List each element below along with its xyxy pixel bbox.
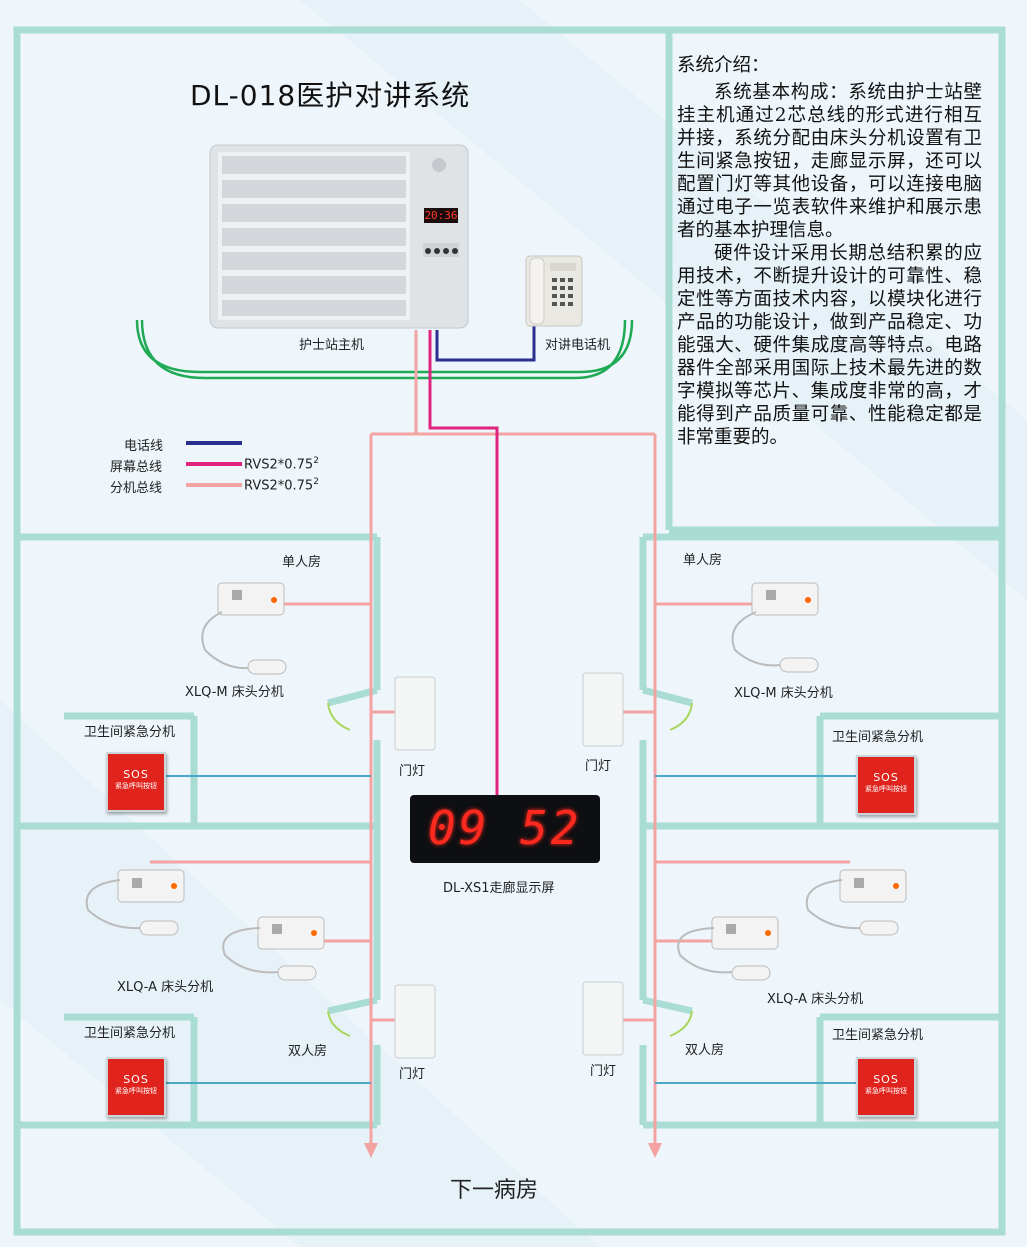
legend-swatches xyxy=(186,441,242,487)
single-bed-unit-label-right: XLQ-M 床头分机 xyxy=(734,686,833,701)
system-intro: 系统介绍： 系统基本构成：系统由护士站壁挂主机通过2芯总线的形式进行相互并接，系… xyxy=(677,54,982,449)
door-light-label-2: 门灯 xyxy=(585,759,612,774)
door-light-label-4: 门灯 xyxy=(590,1064,617,1079)
door-lights xyxy=(394,672,624,1059)
legend-phone-line: 电话线 xyxy=(124,439,164,454)
nurse-station-host xyxy=(209,144,469,329)
bed-units-left-double xyxy=(85,869,325,981)
host-label: 护士站主机 xyxy=(299,338,365,353)
legend-screen-bus: 屏幕总线 xyxy=(110,460,163,475)
intro-paragraph-2: 硬件设计采用长期总结积累的应用技术，不断提升设计的可靠性、稳定性等方面技术内容，… xyxy=(677,243,982,448)
phone-label: 对讲电话机 xyxy=(545,338,611,353)
door-light-label-1: 门灯 xyxy=(399,764,426,779)
bathroom-unit-label-1: 卫生间紧急分机 xyxy=(84,725,176,740)
legend-extension-bus-spec: RVS2*0.752 xyxy=(244,477,319,494)
double-room-label-left: 双人房 xyxy=(288,1044,328,1059)
host-clock-display: 20:36 xyxy=(424,208,458,223)
double-room-label-right: 双人房 xyxy=(685,1043,725,1058)
screen-bus xyxy=(428,330,499,795)
corridor-display-label: DL-XS1走廊显示屏 xyxy=(443,881,555,896)
corridor-display: 09 52 xyxy=(410,795,600,863)
single-room-label-right: 单人房 xyxy=(683,553,723,568)
bathroom-unit-label-3: 卫生间紧急分机 xyxy=(84,1026,176,1041)
legend-extension-bus: 分机总线 xyxy=(110,481,163,496)
page-title: DL-018医护对讲系统 xyxy=(190,79,471,112)
bus-cables xyxy=(135,319,634,380)
legend-screen-bus-spec: RVS2*0.752 xyxy=(244,456,319,473)
bed-unit-left-single xyxy=(201,582,287,675)
intro-heading: 系统介绍： xyxy=(677,55,770,76)
extension-bus xyxy=(150,330,850,1148)
intercom-phone xyxy=(525,255,583,327)
intro-paragraph-1: 系统基本构成：系统由护士站壁挂主机通过2芯总线的形式进行相互并接，系统分配由床头… xyxy=(677,82,982,241)
corridor-display-value: 09 52 xyxy=(428,801,582,855)
bathroom-lines xyxy=(164,775,858,1084)
phone-line xyxy=(435,325,536,362)
bus-arrows xyxy=(364,1143,662,1158)
door-light-label-3: 门灯 xyxy=(399,1067,426,1082)
next-ward-label: 下一病房 xyxy=(450,1178,539,1203)
bed-unit-right-single xyxy=(731,582,819,673)
double-bed-unit-label-right: XLQ-A 床头分机 xyxy=(767,992,864,1007)
host-button-grid xyxy=(222,156,406,316)
door-swings xyxy=(327,702,693,1037)
single-bed-unit-label-left: XLQ-M 床头分机 xyxy=(185,685,284,700)
single-room-label-left: 单人房 xyxy=(282,555,322,570)
bed-units-right-double xyxy=(677,869,907,981)
double-bed-unit-label-left: XLQ-A 床头分机 xyxy=(117,980,214,995)
bathroom-unit-label-2: 卫生间紧急分机 xyxy=(832,730,924,745)
building-walls xyxy=(13,26,1006,1236)
bathroom-unit-label-4: 卫生间紧急分机 xyxy=(832,1028,924,1043)
